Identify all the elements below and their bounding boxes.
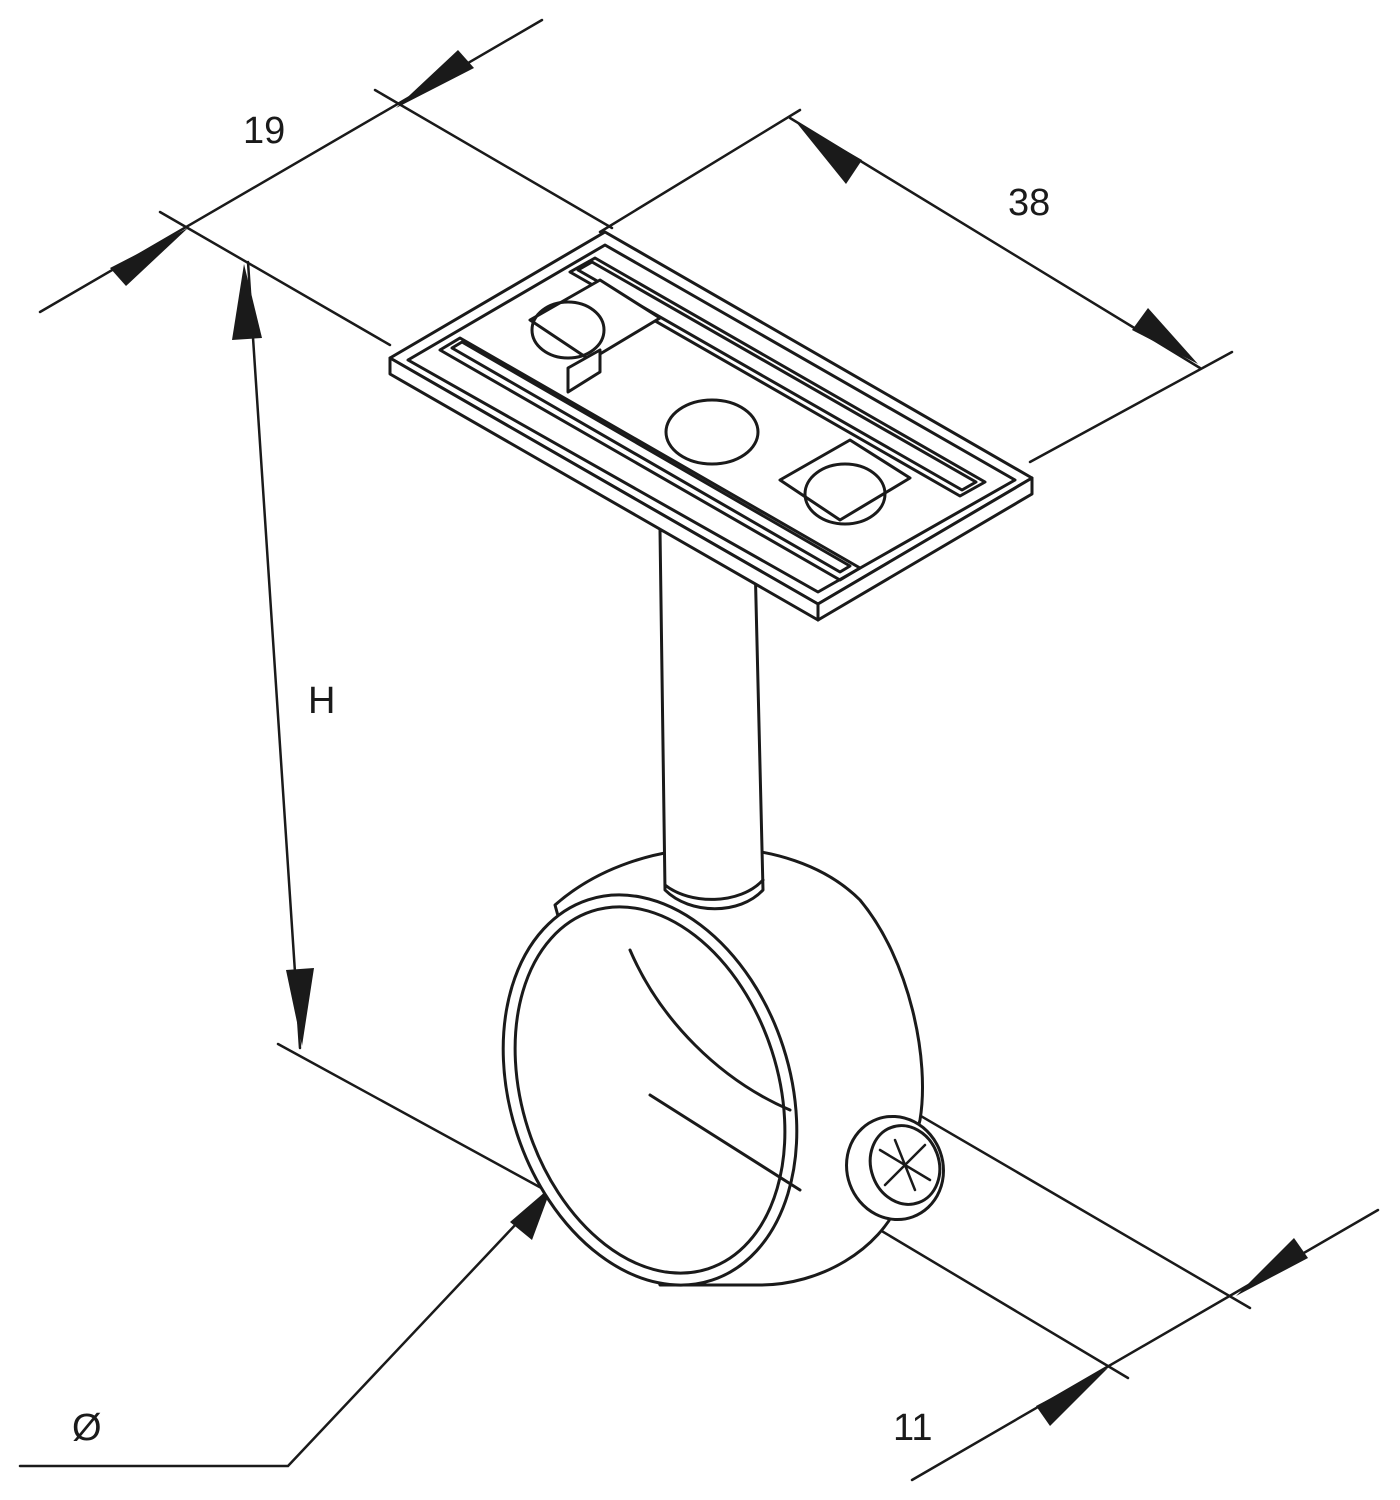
dim-19-arrow-left [110,228,188,286]
right-hole-boss [778,438,912,522]
long-slot [568,256,987,498]
plate-side-edge [816,476,1034,622]
clamp-screw-boss [845,1114,945,1222]
dim-19-label: 19 [243,110,285,152]
center-hole [664,398,760,466]
dimension-38: 38 [598,108,1234,464]
dim-38-label: 38 [1008,182,1050,224]
dim-h-arrow-top [232,264,262,340]
rod-ring [501,846,945,1287]
dim-38-arrow-bottom [1132,308,1198,364]
dim-11-label: 11 [893,1407,932,1449]
dim-19-arrow-right [396,50,474,108]
stem-body [658,528,765,911]
left-hole-boss [528,278,662,362]
ring-inner-groove [628,948,792,1112]
dimension-diameter: Ø [18,1186,552,1468]
dim-38-arrow-top [796,122,862,184]
diameter-label: Ø [72,1407,102,1449]
stem-base-curve [663,878,765,901]
right-hole [803,462,887,526]
dim-h-arrow-bottom [286,968,314,1046]
long-slot-inner [576,260,978,492]
diameter-arrow [510,1186,552,1240]
left-boss-tab [566,348,602,394]
dim-11-arrow-upper [1236,1238,1308,1296]
screw-slot-icon [878,1138,932,1192]
mounting-plate [388,230,1034,622]
dimension-19: 19 [38,18,614,347]
ring-front-inner [513,905,787,1275]
ring-front-opening [501,893,799,1287]
left-hole [530,300,606,360]
left-slot-inner [450,340,852,574]
support-stem [658,528,765,911]
dim-h-label: H [308,680,335,722]
dimension-h: H [232,260,547,1192]
clamp-screw-head [868,1124,942,1206]
plate-inner-rim [406,243,1017,594]
left-slot [438,336,862,582]
dim-11-arrow-lower [1036,1368,1108,1426]
ring-inner-groove-2 [648,1093,802,1192]
